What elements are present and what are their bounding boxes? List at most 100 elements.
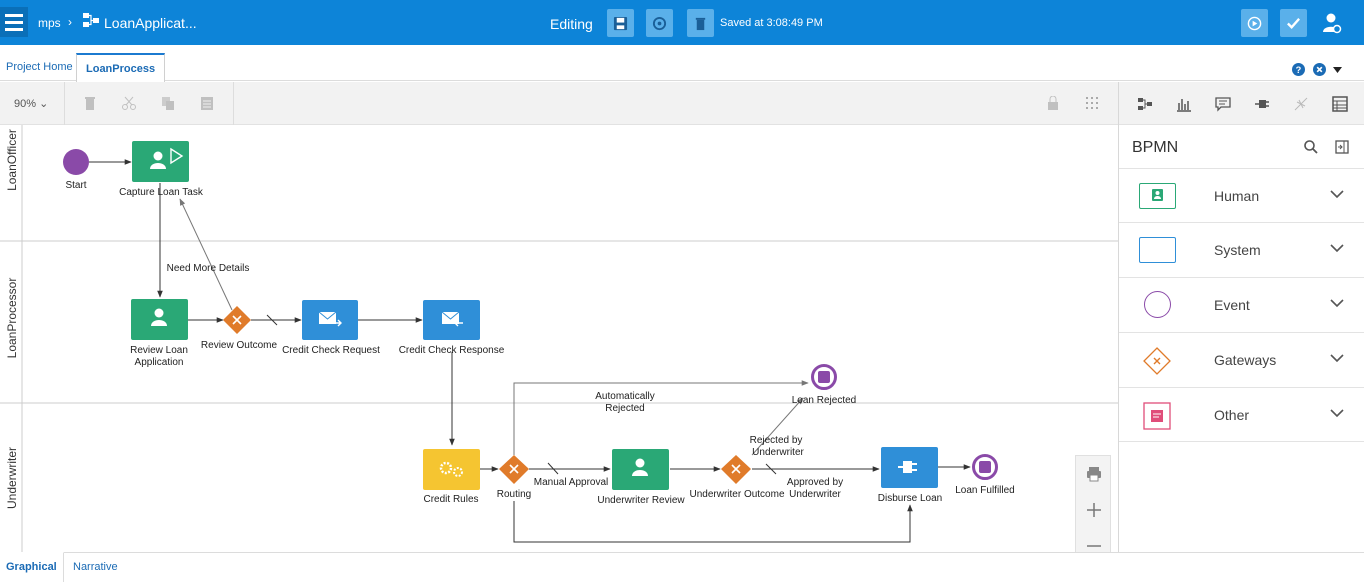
palette-category-human[interactable]: Human [1119,168,1364,223]
tab-project-home[interactable]: Project Home [6,61,73,73]
system-task-icon [1139,237,1176,263]
flow-rejected-by-underwriter[interactable] [751,397,804,456]
start-label: Start [65,180,87,191]
chart-icon[interactable] [1176,96,1192,112]
view-tabs: Graphical Narrative [0,552,1364,583]
zoom-level: 90% [14,98,37,110]
review-outcome-gateway[interactable] [223,306,251,334]
credit-response-label: Credit Check Response [398,345,505,356]
run-button[interactable] [1241,9,1268,37]
paste-icon[interactable] [200,96,214,110]
tab-loanprocess[interactable]: LoanProcess [76,53,166,82]
event-icon [1144,291,1171,318]
manual-approval-label: Manual Approval [533,477,609,488]
validate-icon [1287,17,1301,29]
gateway-icon [1143,347,1171,375]
breadcrumb-separator: › [68,15,72,29]
process-icon[interactable] [1137,96,1153,112]
cut-icon[interactable] [122,96,136,110]
grid-icon[interactable] [1085,96,1099,110]
table-icon[interactable] [1332,96,1348,112]
rejected-by-label-1: Rejected by [749,435,803,446]
palette-category-other[interactable]: Other [1119,387,1364,442]
zoom-in-icon[interactable] [1086,502,1102,518]
breadcrumb-space[interactable]: mps [38,16,61,30]
capture-loan-task[interactable] [132,141,189,182]
flow-routing-to-disburse[interactable] [513,501,913,543]
process-canvas[interactable]: LoanOfficer LoanProcessor Underwriter St… [0,125,1118,552]
loan-rejected-end-event[interactable] [811,364,837,390]
collapse-icon[interactable] [1293,96,1309,112]
canvas-toolbar: 90% ⌄ [0,82,1118,125]
need-more-label: Need More Details [166,263,250,274]
review-loan-application-task[interactable] [131,299,188,340]
routing-label: Routing [496,489,532,500]
chevron-down-icon[interactable] [1329,186,1345,202]
save-button[interactable] [607,9,634,37]
zoom-dropdown[interactable]: 90% ⌄ [14,98,49,110]
save-status: Saved at 3:08:49 PM [720,17,823,29]
underwriter-review-task[interactable] [612,449,669,490]
palette-category-label: Gateways [1214,352,1277,368]
user-settings-icon[interactable] [1322,12,1342,34]
lock-icon[interactable] [1046,96,1060,110]
rejected-by-label-2: Underwriter [752,447,804,458]
process-name[interactable]: LoanApplicat... [104,15,197,31]
comment-icon[interactable] [1215,96,1231,112]
routing-gateway[interactable] [499,455,529,484]
palette-category-label: Event [1214,297,1250,313]
start-event[interactable] [63,149,89,175]
svg-text:?: ? [1296,65,1302,75]
disburse-label: Disburse Loan [877,493,943,504]
chevron-down-icon[interactable] [1329,405,1345,421]
capture-label: Capture Loan Task [119,187,203,198]
disburse-loan-task[interactable] [881,447,938,488]
search-icon[interactable] [1304,140,1318,154]
mode-label: Editing [550,16,593,32]
palette-category-gateways[interactable]: Gateways [1119,332,1364,387]
delete-icon [695,17,706,30]
lane-loanprocessor[interactable]: LoanProcessor [5,277,19,359]
zoom-panel [1075,455,1111,563]
lane-underwriter[interactable]: Underwriter [5,447,19,510]
flow-auto-rejected[interactable] [513,380,809,455]
menu-icon[interactable] [0,7,28,37]
underwriter-outcome-gateway[interactable] [721,455,751,484]
lane-loanofficer[interactable]: LoanOfficer [5,129,19,191]
credit-check-request-task[interactable] [302,300,358,340]
validate-button[interactable] [1280,9,1307,37]
deploy-icon [652,16,667,30]
chevron-down-icon[interactable] [1329,240,1345,256]
run-icon [1247,16,1262,30]
process-diagram [0,125,1118,552]
deploy-button[interactable] [646,9,673,37]
flow-back-to-capture[interactable] [179,198,233,311]
chevron-down-icon[interactable] [1329,295,1345,311]
palette-category-system[interactable]: System [1119,222,1364,277]
tab-graphical[interactable]: Graphical [6,561,57,573]
credit-request-label: Credit Check Request [282,345,380,356]
human-task-icon [1139,183,1176,209]
collapse-panel-icon[interactable] [1335,140,1349,154]
palette-toolbar [1119,82,1364,125]
plugin-icon[interactable] [1254,96,1270,112]
loan-fulfilled-end-event[interactable] [972,454,998,480]
chevron-down-icon[interactable] [1329,350,1345,366]
palette-category-label: Other [1214,407,1250,423]
auto-rejected-label-1: Automatically [595,391,655,402]
help-icon[interactable]: ? [1292,63,1305,76]
zoom-out-icon[interactable] [1086,538,1102,554]
auto-rejected-label-2: Rejected [605,403,645,414]
delete-button[interactable] [687,9,714,37]
delete-icon[interactable] [83,96,97,110]
credit-check-response-task[interactable] [423,300,480,340]
copy-icon[interactable] [161,96,175,110]
underwriter-outcome-label: Underwriter Outcome [689,489,785,500]
close-icon[interactable] [1313,63,1326,76]
credit-rules-task[interactable] [423,449,480,490]
print-icon[interactable] [1086,466,1102,482]
document-tabs: Project Home LoanProcess ? [0,53,1364,82]
tabs-menu-icon[interactable] [1333,67,1342,73]
palette-category-event[interactable]: Event [1119,277,1364,332]
tab-narrative[interactable]: Narrative [73,561,118,573]
